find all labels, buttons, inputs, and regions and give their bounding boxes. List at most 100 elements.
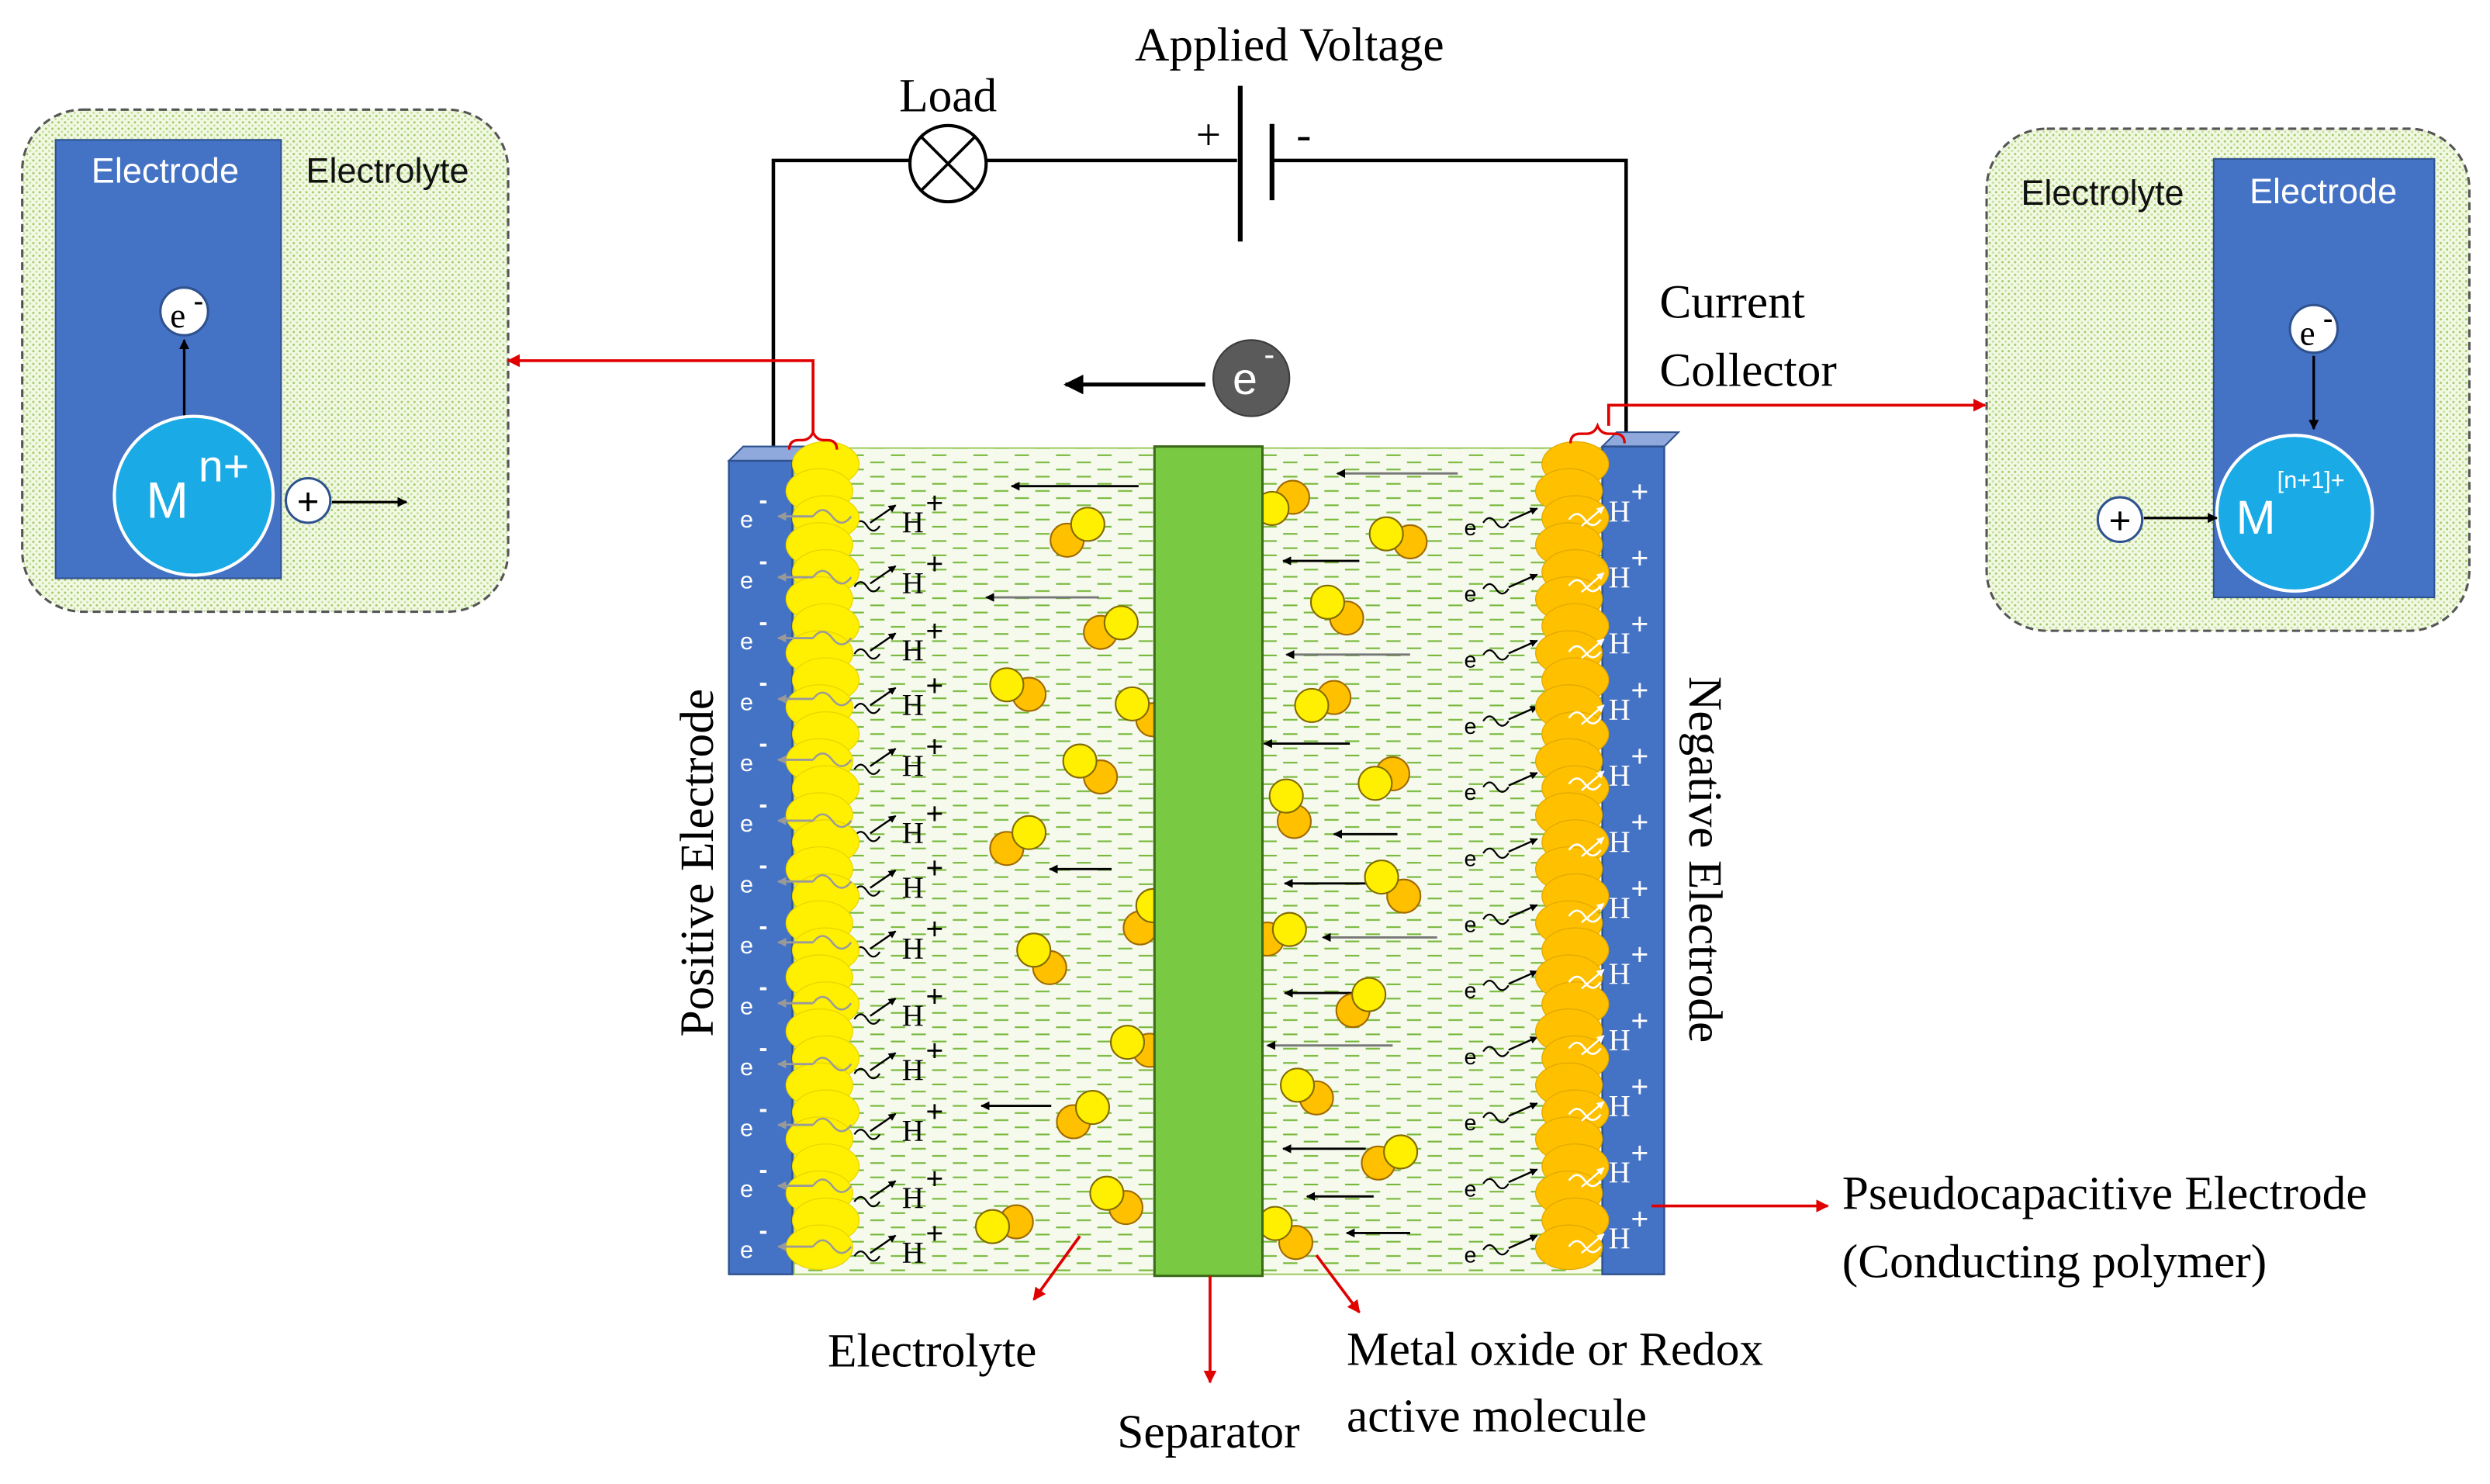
wavy-link [812,569,852,585]
electrode-plus-charge: + [1631,939,1648,972]
redox-molecule-yellow [1383,1134,1419,1170]
right-inset-electron-symbol: e [2300,313,2315,352]
proton-arrow [870,1180,897,1199]
electron-symbol: e [1465,1045,1477,1070]
proton-charge: + [926,1163,944,1196]
wavy-link [1482,1178,1510,1190]
redox-molecule-yellow [1074,1090,1110,1126]
electrode-minus-charge: - [759,1216,768,1244]
redox-molecule-yellow [1103,605,1139,641]
redox-molecule-yellow [1268,778,1304,814]
wavy-link [853,1195,881,1208]
electron-arrow [1508,904,1538,919]
wavy-link [812,995,852,1011]
positive-conducting-polymer [785,441,860,1271]
right-bracket [1569,422,1626,444]
redox-molecule-yellow [1280,1067,1316,1103]
proton-symbol: H [902,817,924,850]
wavy-link [1568,1108,1602,1122]
wavy-link [1568,711,1602,725]
left-inset-metal-symbol: M [146,472,188,529]
wavy-link [1568,843,1602,857]
electron-symbol: e [1465,912,1477,937]
left-inset-cation-symbol: + [297,482,320,524]
wavy-link [812,1178,852,1193]
proton-charge: + [926,797,944,831]
redox-molecule-yellow [1271,912,1307,947]
right-inset-electron-icon [2288,303,2340,355]
wavy-link [1568,1174,1602,1188]
electrode-plus-charge: + [1631,872,1648,905]
negative-electrode-label: Negative Electrode [1679,676,1731,1043]
electron-arrow [1508,1234,1538,1250]
electrode-plus-charge: + [1631,806,1648,839]
right-inset: Electrode Electrolyte e - M [n+1]+ + [1985,127,2471,632]
right-inset-metal-charge: [n+1]+ [2277,466,2345,493]
wavy-link [853,1067,881,1080]
external-circuit: Applied Voltage Load + - Current Collect… [771,19,1837,448]
electrode-electron-symbol: e [740,932,753,959]
electron-arrow [1508,705,1538,721]
proton-charge: + [926,980,944,1013]
right-inset-cation-icon [2096,496,2144,543]
proton-arrow [870,998,897,1017]
electrode-minus-charge: - [759,912,768,940]
electron-symbol: e [1465,714,1477,739]
proton-transfer-arrow [1581,968,1605,990]
redox-molecule-yellow [1062,743,1098,779]
electrode-proton-symbol: H [1609,495,1631,528]
wavy-link [1482,1112,1510,1123]
proton-arrow [870,748,897,767]
electron-symbol: e [1465,1177,1477,1202]
pseudocapacitive-label-line1: Pseudocapacitive Electrode [1842,1167,2367,1220]
wavy-link [853,885,881,897]
proton-charge: + [926,669,944,703]
electron-flow-charge: - [1264,337,1275,372]
left-inset-cation-icon [284,476,332,524]
left-inset: Electrode Electrolyte e - M n+ + [21,108,510,614]
proton-transfer-arrow [1581,1035,1605,1056]
electrode-electron-symbol: e [740,1114,753,1141]
proton-transfer-arrow [1581,704,1605,725]
electrode-electron-symbol: e [740,628,753,655]
wavy-link [853,1129,881,1140]
battery-plus-sign: + [1196,111,1221,160]
electron-arrow [1508,970,1538,985]
electrode-plus-charge: + [1631,1005,1648,1038]
right-inset-electron-charge: - [2323,302,2333,334]
electrode-electron-symbol: e [740,810,753,837]
wavy-link [853,1251,881,1262]
electrode-plus-charge: + [1631,1136,1648,1170]
electrode-plus-charge: + [1631,674,1648,707]
wavy-link [812,813,852,828]
wavy-link [1482,649,1510,661]
electrode-plus-charge: + [1631,608,1648,642]
electron-arrow [1508,573,1538,589]
proton-symbol: H [902,749,924,783]
left-inset-metal-ion-icon [112,414,275,577]
proton-symbol: H [902,871,924,905]
electrode-minus-charge: - [759,485,768,514]
proton-arrow [870,504,897,524]
annotation-pointers [507,354,1987,1384]
wavy-link [1482,583,1510,595]
wavy-link [812,691,852,707]
load-label: Load [899,69,997,122]
proton-symbol: H [902,1053,924,1087]
electrode-proton-symbol: H [1609,1222,1631,1255]
electrode-minus-charge: - [759,1033,768,1061]
proton-arrow [870,1112,897,1133]
proton-charge: + [926,1217,944,1251]
electrode-electron-symbol: e [740,749,753,777]
wavy-link [853,581,881,593]
proton-charge: + [926,730,944,763]
proton-symbol: H [902,932,924,965]
wavy-link [812,873,852,889]
electrode-electron-symbol: e [740,1175,753,1202]
separator-label: Separator [1117,1406,1299,1458]
proton-arrow [870,632,897,652]
redox-molecule-yellow [1357,766,1393,801]
electrolyte-pointer [1032,1235,1081,1301]
